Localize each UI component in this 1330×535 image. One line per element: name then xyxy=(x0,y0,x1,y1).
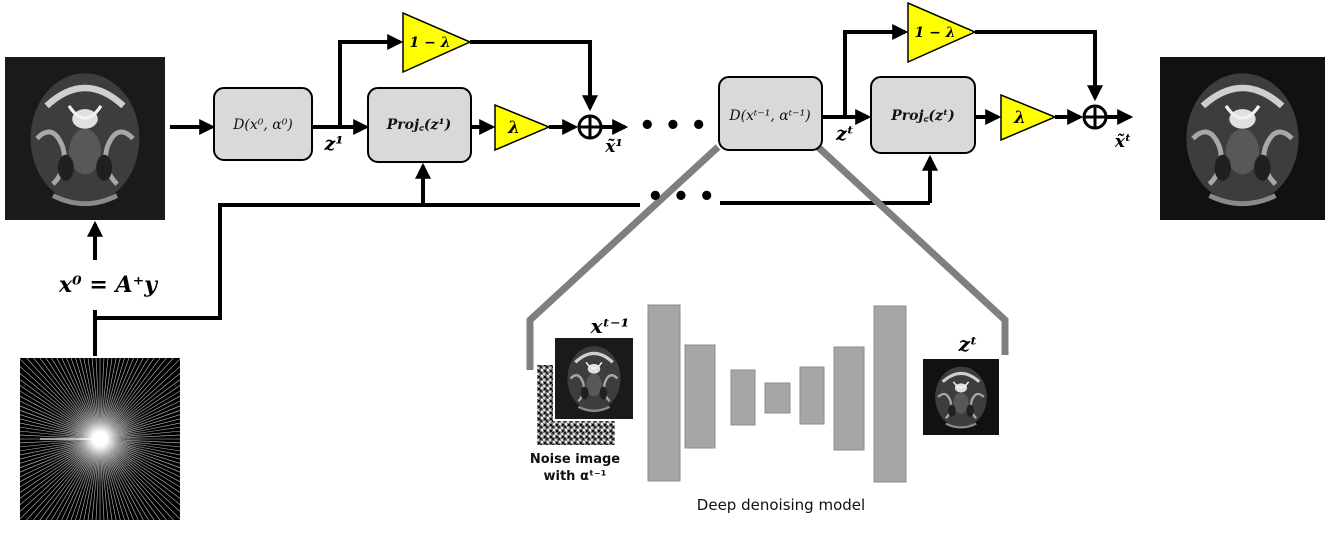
init-equation: x⁰ = A⁺y xyxy=(58,272,159,298)
model-caption: Deep denoising model xyxy=(697,496,865,514)
svg-text:D(xᵗ⁻¹, αᵗ⁻¹): D(xᵗ⁻¹, αᵗ⁻¹) xyxy=(728,108,810,124)
output-label-stage1: x̃¹ xyxy=(604,137,623,157)
svg-text:Proj꜀(zᵗ): Proj꜀(zᵗ) xyxy=(890,108,955,124)
output-mri-image xyxy=(1160,57,1325,220)
one-minus-lambda-gain-stageT: 1 − λ xyxy=(907,1,977,64)
svg-text:1 − λ: 1 − λ xyxy=(409,35,450,51)
zoom-lines xyxy=(526,144,1009,370)
inset-output-label: zᵗ xyxy=(958,332,978,356)
projection-box-stageT: Proj꜀(zᵗ) xyxy=(870,76,976,154)
inset-input-label: xᵗ⁻¹ xyxy=(590,314,630,338)
sum-node-stage1 xyxy=(577,114,603,140)
latent-label-stageT: zᵗ xyxy=(835,123,854,145)
unet-layers xyxy=(647,304,907,483)
stage1-wiring xyxy=(170,34,629,205)
noise-caption-line1: Noise image xyxy=(530,452,620,467)
svg-text:λ: λ xyxy=(507,118,520,138)
denoiser-box-stage1: D(x⁰, α⁰) xyxy=(213,87,313,161)
sum-node-stageT xyxy=(1082,104,1108,130)
denoiser-box-stageT: D(xᵗ⁻¹, αᵗ⁻¹) xyxy=(718,76,823,151)
encoder-layer-3 xyxy=(730,369,756,426)
one-minus-lambda-gain-stage1: 1 − λ xyxy=(402,11,472,74)
svg-text:λ: λ xyxy=(1013,108,1026,128)
inset-output-mri xyxy=(921,357,1001,437)
svg-text:Proj꜀(z¹): Proj꜀(z¹) xyxy=(386,117,451,133)
decoder-layer-3 xyxy=(873,305,907,483)
bottleneck-layer xyxy=(764,382,791,414)
stage-ellipsis-top: • • • xyxy=(639,111,707,141)
kspace-sampling-image xyxy=(20,358,180,520)
measurement-path xyxy=(87,201,930,356)
noise-caption-line2: with αᵗ⁻¹ xyxy=(544,469,607,484)
projection-box-stage1: Proj꜀(z¹) xyxy=(367,87,472,163)
output-label-stageT: x̃ᵗ xyxy=(1114,132,1131,152)
decoder-layer-2 xyxy=(833,346,865,451)
decoder-layer-1 xyxy=(799,366,825,425)
stageT-wiring xyxy=(822,24,1134,203)
encoder-layer-2 xyxy=(684,344,716,449)
lambda-gain-stage1: λ xyxy=(494,103,551,152)
stage-ellipsis-bottom: • • • xyxy=(647,182,715,212)
latent-label-stage1: z¹ xyxy=(323,133,343,155)
svg-text:1 − λ: 1 − λ xyxy=(914,25,955,41)
svg-text:D(x⁰, α⁰): D(x⁰, α⁰) xyxy=(232,117,293,133)
input-mri-image xyxy=(5,57,165,220)
encoder-layer-1 xyxy=(647,304,681,482)
lambda-gain-stageT: λ xyxy=(1000,93,1057,142)
inset-input-mri xyxy=(553,336,635,421)
